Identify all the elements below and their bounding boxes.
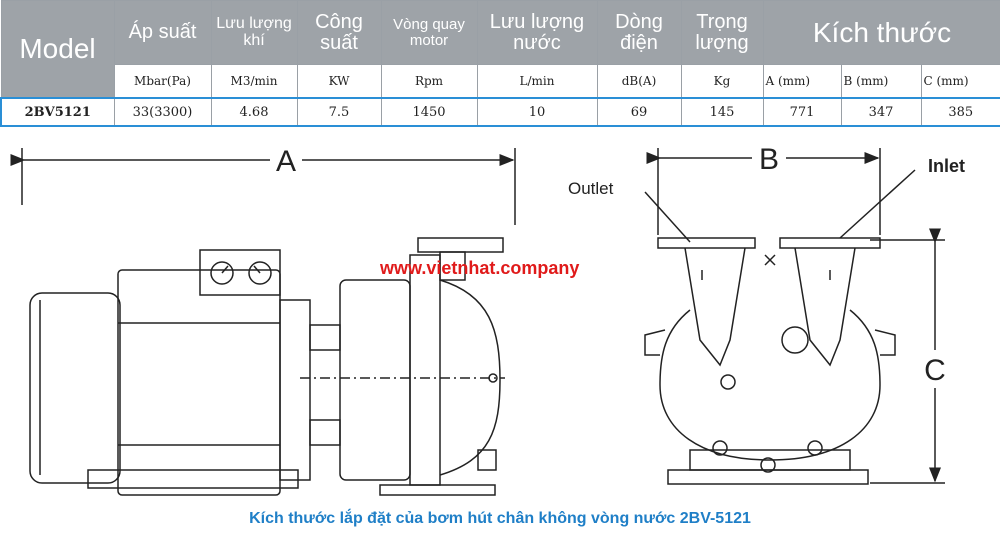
- unit-air-flow: M3/min: [210, 64, 298, 99]
- cell-pressure: 33(3300): [113, 97, 212, 127]
- header-pressure: Áp suất: [113, 0, 212, 65]
- cell-air-flow: 4.68: [210, 97, 298, 127]
- units-row: Mbar(Pa) M3/min KW Rpm L/min dB(A) Kg A …: [1, 64, 1000, 99]
- cell-dim-c: 385: [920, 97, 1000, 127]
- pump-dimension-drawing: A B C Outlet Inlet: [10, 143, 965, 496]
- watermark-text: www.vietnhat.company: [380, 258, 580, 278]
- dimension-c-label: C: [924, 354, 946, 387]
- cell-current: 69: [596, 97, 682, 127]
- inlet-leader: [839, 169, 916, 239]
- unit-current: dB(A): [596, 64, 682, 99]
- pump-front-view: [644, 237, 896, 485]
- motor-side-view: [29, 249, 505, 496]
- dimension-a-label: A: [276, 145, 296, 178]
- dimension-b-label: B: [759, 143, 779, 176]
- table-row: 2BV5121 33(3300) 4.68 7.5 1450 10 69 145…: [0, 97, 1000, 127]
- unit-power: KW: [296, 64, 382, 99]
- outlet-label: Outlet: [568, 179, 614, 198]
- dimension-c-line: [870, 228, 945, 484]
- inlet-label: Inlet: [928, 156, 965, 176]
- outlet-leader: [644, 191, 691, 243]
- dimension-b-line: [646, 148, 881, 235]
- dimension-a-line: [10, 148, 516, 225]
- unit-water-flow: L/min: [476, 64, 598, 99]
- cell-model: 2BV5121: [0, 97, 115, 127]
- unit-dim-a: A (mm): [762, 64, 842, 99]
- unit-dim-b: B (mm): [840, 64, 922, 99]
- header-dimensions: Kích thước: [762, 0, 1000, 65]
- cell-dim-a: 771: [762, 97, 842, 127]
- cell-power: 7.5: [296, 97, 382, 127]
- cell-weight: 145: [680, 97, 764, 127]
- cell-water-flow: 10: [476, 97, 598, 127]
- pump-head-side-view: [339, 237, 504, 496]
- unit-speed: Rpm: [380, 64, 478, 99]
- cell-dim-b: 347: [840, 97, 922, 127]
- unit-dim-c: C (mm): [920, 64, 1000, 99]
- caption: Kích thước lắp đặt của bơm hút chân khôn…: [249, 510, 751, 527]
- unit-weight: Kg: [680, 64, 764, 99]
- header-model: Model: [0, 0, 115, 99]
- cell-speed: 1450: [380, 97, 478, 127]
- unit-pressure: Mbar(Pa): [113, 64, 212, 99]
